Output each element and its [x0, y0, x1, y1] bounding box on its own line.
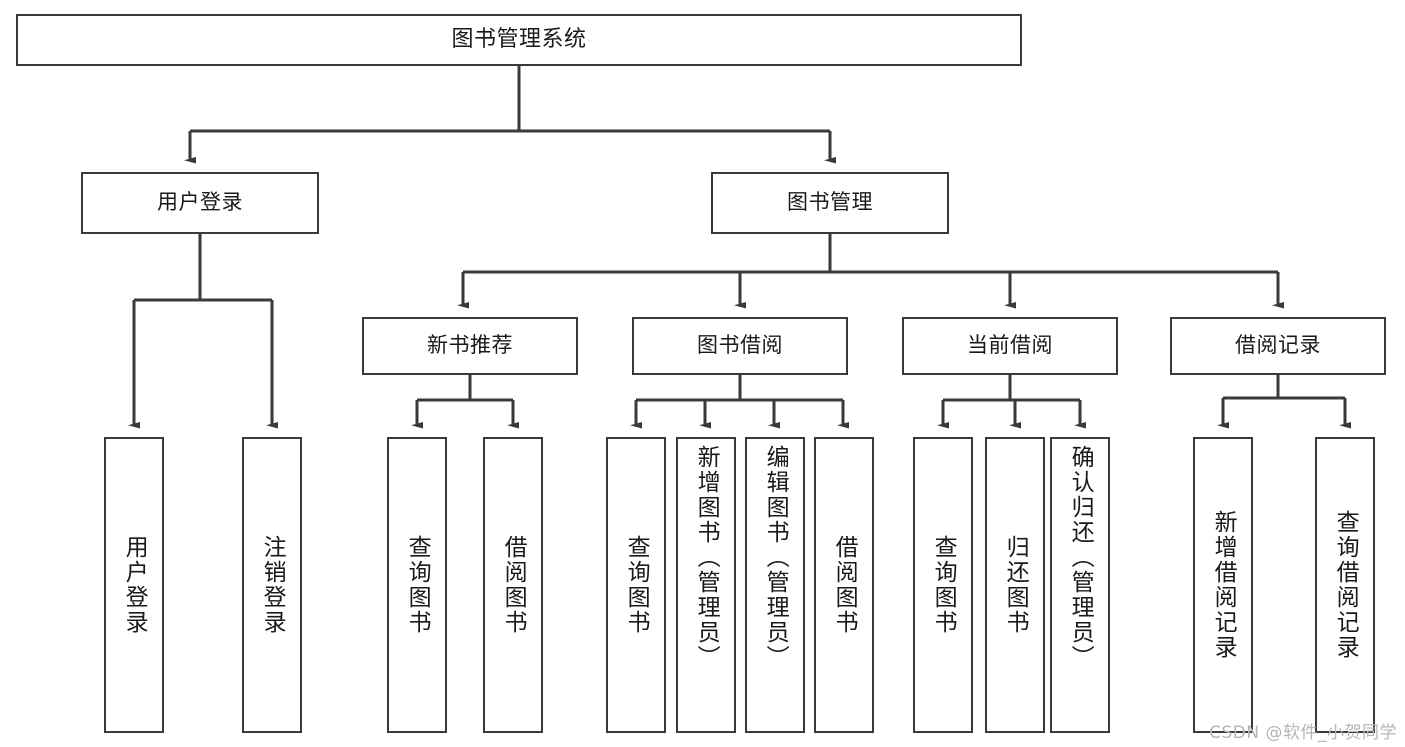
node-label: 编辑图书（管理员）	[762, 445, 789, 670]
node-book-management[interactable]: 图书管理	[711, 172, 949, 234]
node-borrow-record[interactable]: 借阅记录	[1170, 317, 1386, 375]
node-leaf-query-book-borrow[interactable]: 查询图书	[606, 437, 666, 733]
node-label: 借阅图书	[500, 535, 527, 635]
node-leaf-return-book[interactable]: 归还图书	[985, 437, 1045, 733]
node-label: 新书推荐	[427, 333, 513, 358]
node-leaf-query-book-current[interactable]: 查询图书	[913, 437, 973, 733]
node-leaf-borrow-book-bookborrow[interactable]: 借阅图书	[814, 437, 874, 733]
node-label: 查询图书	[930, 535, 957, 635]
node-label: 用户登录	[121, 535, 148, 635]
node-leaf-query-book-newrec[interactable]: 查询图书	[387, 437, 447, 733]
node-label: 借阅记录	[1235, 333, 1321, 358]
node-book-borrow[interactable]: 图书借阅	[632, 317, 848, 375]
node-current-borrow[interactable]: 当前借阅	[902, 317, 1118, 375]
node-label: 注销登录	[259, 535, 286, 635]
node-leaf-user-logout[interactable]: 注销登录	[242, 437, 302, 733]
node-label: 新增图书（管理员）	[693, 445, 720, 670]
node-label: 借阅图书	[831, 535, 858, 635]
node-root-book-management-system[interactable]: 图书管理系统	[16, 14, 1022, 66]
node-leaf-borrow-book-newrec[interactable]: 借阅图书	[483, 437, 543, 733]
node-label: 图书借阅	[697, 333, 783, 358]
node-label: 查询借阅记录	[1332, 510, 1359, 660]
node-label: 归还图书	[1002, 535, 1029, 635]
node-new-book-recommendation[interactable]: 新书推荐	[362, 317, 578, 375]
node-label: 当前借阅	[967, 333, 1053, 358]
node-label: 图书管理	[787, 190, 873, 215]
node-label: 查询图书	[623, 535, 650, 635]
node-label: 确认归还（管理员）	[1067, 445, 1094, 670]
node-label: 新增借阅记录	[1210, 510, 1237, 660]
csdn-watermark: CSDN @软件_小贺同学	[1209, 723, 1397, 743]
node-leaf-user-login[interactable]: 用户登录	[104, 437, 164, 733]
node-leaf-confirm-return-admin[interactable]: 确认归还（管理员）	[1050, 437, 1110, 733]
node-leaf-add-book-admin[interactable]: 新增图书（管理员）	[676, 437, 736, 733]
node-leaf-edit-book-admin[interactable]: 编辑图书（管理员）	[745, 437, 805, 733]
node-label: 图书管理系统	[451, 26, 587, 52]
node-user-login[interactable]: 用户登录	[81, 172, 319, 234]
node-leaf-query-borrow-record[interactable]: 查询借阅记录	[1315, 437, 1375, 733]
node-leaf-add-borrow-record[interactable]: 新增借阅记录	[1193, 437, 1253, 733]
node-label: 查询图书	[404, 535, 431, 635]
node-label: 用户登录	[157, 190, 243, 215]
